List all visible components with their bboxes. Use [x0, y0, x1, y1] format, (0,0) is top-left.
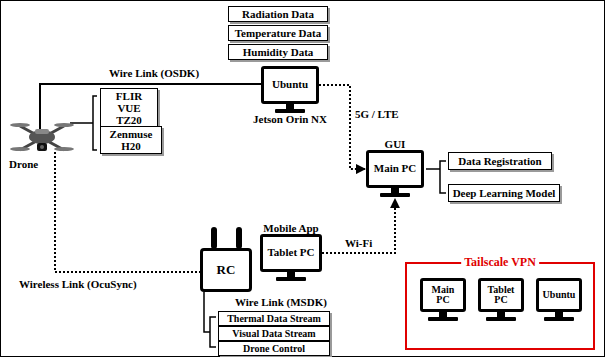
monitor-label: Main PC [425, 285, 461, 306]
box-label: Radiation Data [242, 8, 314, 20]
remote-controller: RC [200, 248, 252, 292]
monitor-label: Ubuntu [272, 79, 308, 91]
drone-arms [20, 126, 64, 150]
computer-name: Jetson Orin NX [253, 113, 327, 125]
link-label: Wi-Fi [344, 237, 373, 250]
monitor-label: Main PC [374, 163, 416, 175]
camera-lens [40, 145, 44, 149]
box-label: Data Registration [458, 155, 541, 167]
data-box: Deep Learning Model [448, 184, 560, 202]
monitor-screen: Tablet PC [478, 278, 524, 312]
computer-name: GUI [385, 138, 406, 150]
wireless-link [55, 152, 200, 272]
monitor-screen: Ubuntu [536, 278, 582, 312]
computer-monitor: Ubuntu [533, 278, 585, 321]
box-label: Visual Data Stream [232, 328, 315, 339]
monitor-base [380, 193, 410, 197]
link-label: 5G / LTE [354, 108, 400, 121]
drone-camera [37, 143, 47, 151]
data-box: Temperature Data [228, 25, 328, 41]
computer-monitor: UbuntuJetson Orin NX [240, 66, 340, 125]
computer-monitor: GUI Main PC [355, 138, 435, 197]
monitor-label: Ubuntu [543, 290, 576, 301]
monitor-base [486, 317, 516, 321]
data-box: Zenmuse H20 [100, 126, 162, 154]
data-box: Radiation Data [228, 6, 328, 22]
data-box: Drone Control [218, 341, 330, 356]
network-link [319, 85, 366, 169]
monitor-screen: Ubuntu [261, 66, 319, 104]
drone-illustration [10, 123, 74, 151]
vpn-group: Tailscale VPNMain PCTablet PCUbuntu [405, 262, 595, 350]
monitor-base [428, 317, 458, 321]
controller-label: RC [217, 262, 236, 278]
data-box: FLIR VUE TZ20 [100, 88, 158, 128]
monitor-screen: Tablet PC [260, 234, 322, 272]
drone-body [29, 130, 55, 144]
computer-monitor: Tablet PC [475, 278, 527, 321]
data-box: Visual Data Stream [218, 326, 330, 341]
link-label: Drone [8, 158, 39, 171]
link-label: Wire Link (OSDK) [108, 67, 200, 80]
link-label: Wireless Link (OcuSync) [18, 278, 138, 291]
box-label: Deep Learning Model [453, 187, 556, 199]
stream-bracket [204, 292, 216, 347]
antenna [211, 227, 217, 249]
monitor-screen: Main PC [366, 150, 424, 188]
software-bracket [426, 161, 446, 193]
monitor-base [276, 277, 306, 281]
drone-top [35, 129, 49, 134]
box-label: Temperature Data [235, 27, 321, 39]
data-box: Humidity Data [228, 44, 328, 60]
propeller [54, 123, 74, 127]
computer-monitor: Mobile AppTablet PC [256, 222, 326, 281]
monitor-base [275, 109, 305, 113]
monitor-screen: Main PC [420, 278, 466, 312]
link-label: Wire Link (MSDK) [234, 296, 328, 309]
box-label: Thermal Data Stream [227, 313, 321, 324]
antenna [236, 227, 242, 249]
data-box: Data Registration [448, 152, 552, 170]
propeller [10, 123, 30, 127]
computer-name: Mobile App [263, 222, 318, 234]
camera-bracket [70, 96, 97, 150]
data-box: Thermal Data Stream [218, 311, 330, 326]
box-label: FLIR VUE TZ20 [104, 90, 154, 126]
monitor-base [544, 317, 574, 321]
monitor-label: Tablet PC [483, 285, 519, 306]
group-title: Tailscale VPN [461, 255, 539, 269]
propeller [10, 147, 30, 151]
propeller [54, 147, 74, 151]
network-link [322, 198, 395, 253]
monitor-label: Tablet PC [268, 247, 315, 259]
computer-monitor: Main PC [417, 278, 469, 321]
box-label: Drone Control [243, 343, 305, 354]
box-label: Humidity Data [243, 46, 314, 58]
box-label: Zenmuse H20 [104, 128, 158, 152]
